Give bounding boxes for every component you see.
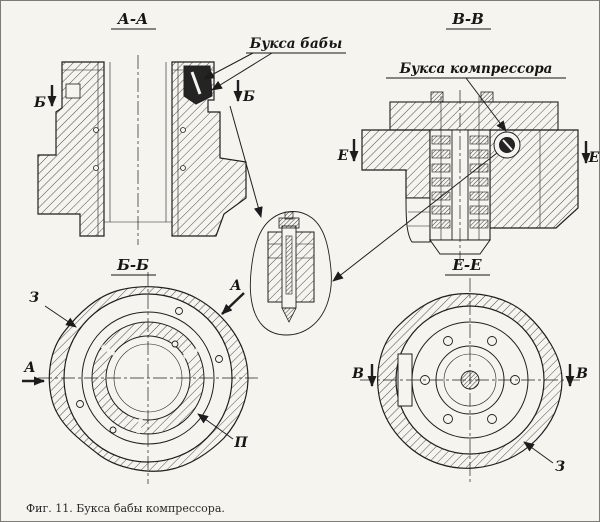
- ee-leader-z: [523, 441, 554, 464]
- view-title-bb: Б-Б: [116, 256, 149, 274]
- vv-tie-bolts: [408, 96, 480, 240]
- aa-stud-holes: [93, 127, 186, 171]
- view-section-bb: Б-Б А А З П: [22, 256, 258, 484]
- section-letter-e-right: Е: [588, 150, 600, 166]
- vv-bushing-slot: [502, 139, 513, 151]
- section-letter-v-right: В: [575, 366, 588, 382]
- aa-left-groove: [65, 83, 81, 99]
- vv-left-body-section: [361, 129, 431, 199]
- view-title-aa: А-А: [117, 10, 149, 28]
- callout-ram-bushing: Букса бабы: [249, 36, 342, 52]
- ee-label-z: З: [555, 459, 565, 475]
- leader-ram-bushing-1: [203, 52, 254, 80]
- aa-right-wall-section: [171, 61, 247, 237]
- detail-view: [229, 105, 498, 336]
- bb-label-p: П: [233, 435, 248, 451]
- view-section-aa: А-А Б Б Букса бабы: [33, 10, 346, 245]
- view-title-vv: В-В: [451, 10, 484, 28]
- section-letter-v-left: В: [351, 366, 364, 382]
- detail-inner-rod: [285, 235, 293, 295]
- detail-part-lines: [268, 243, 314, 259]
- section-letter-b-left: Б: [33, 95, 46, 111]
- vv-stud-right: [480, 91, 494, 103]
- figure-caption: Фиг. 11. Букса бабы компрессора.: [26, 502, 225, 515]
- aa-bushing-slot: [190, 71, 202, 95]
- bb-label-z: З: [29, 290, 39, 306]
- section-letter-e-left: Е: [337, 148, 349, 164]
- vv-lower-left-part: [405, 197, 431, 243]
- leader-ram-bushing-2: [211, 52, 273, 91]
- callout-compressor-bushing: Букса компрессора: [399, 61, 553, 77]
- view-section-ee: Е-Е В В З: [351, 256, 588, 482]
- section-letter-b-right: Б: [242, 89, 255, 105]
- bb-leader-p: [197, 413, 234, 440]
- aa-left-wall-section: [37, 61, 105, 237]
- detail-bolt-head: [278, 217, 300, 229]
- section-mark-a-top: [221, 292, 245, 315]
- bb-segment-joints: [100, 344, 198, 434]
- detail-locator-arrow-vv: [332, 152, 498, 282]
- detail-valve-tip: [281, 307, 297, 323]
- ee-bolt-holes: [420, 336, 520, 424]
- view-title-ee: Е-Е: [451, 256, 482, 274]
- section-letter-a-left: А: [23, 360, 35, 376]
- detail-locator-arrow-aa: [229, 105, 263, 218]
- vv-stud-left: [430, 91, 444, 103]
- view-section-vv: В-В Букса компрессора: [337, 10, 600, 262]
- bb-leader-z: [44, 305, 77, 328]
- vv-top-flange: [389, 101, 559, 131]
- detail-bolt-stem: [284, 211, 294, 220]
- section-letter-a-top: А: [229, 278, 241, 294]
- bb-bolt-holes: [76, 307, 223, 434]
